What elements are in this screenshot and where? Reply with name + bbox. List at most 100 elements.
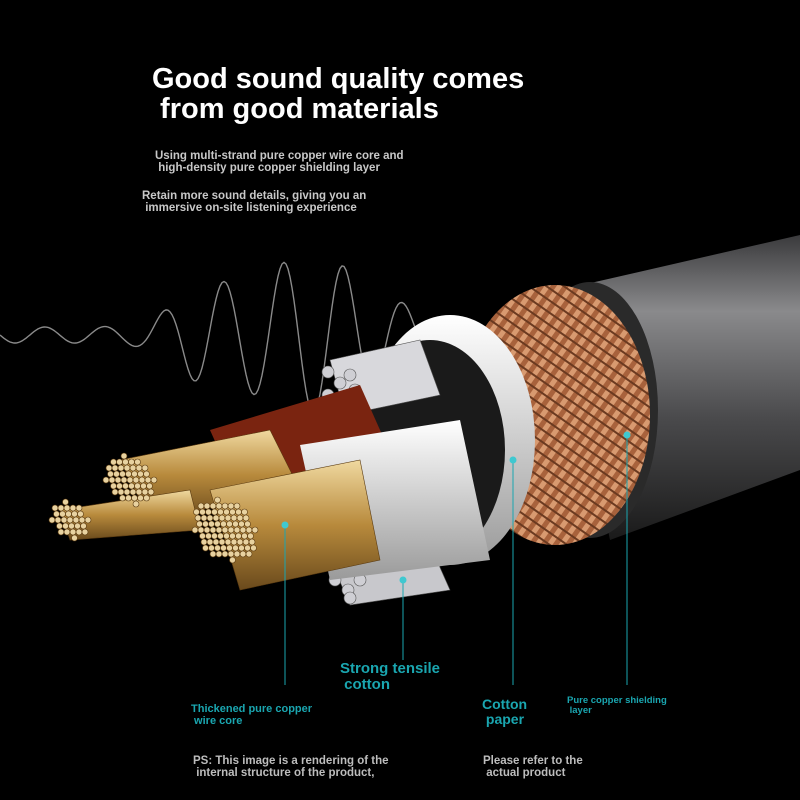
strand-end — [134, 482, 141, 490]
strand-end — [209, 502, 217, 510]
strand-end — [238, 544, 245, 552]
strand-end — [203, 502, 211, 510]
strand-end — [141, 488, 149, 496]
strand-end — [248, 538, 256, 546]
strand-end — [208, 544, 215, 552]
strand-end — [215, 550, 223, 558]
strand-end — [217, 532, 224, 540]
strand-end — [105, 464, 113, 472]
strand-end — [232, 544, 239, 552]
strand-end — [71, 534, 78, 542]
strand-end — [77, 510, 84, 518]
strand-end — [129, 464, 137, 472]
strand-end — [65, 510, 72, 518]
strand-end — [212, 514, 220, 522]
strand-end — [245, 550, 253, 558]
leader-dots — [281, 431, 631, 584]
strand-end — [111, 488, 119, 496]
strand-end — [134, 458, 141, 466]
strand-end — [197, 502, 205, 510]
strand-end — [205, 508, 212, 516]
strand-end — [132, 500, 140, 508]
strand-end — [197, 526, 205, 534]
strand-end — [200, 514, 208, 522]
strand-end — [132, 476, 140, 484]
strand-end — [199, 508, 206, 516]
strand-end — [120, 452, 128, 460]
strand-end — [110, 458, 117, 466]
strand-end — [196, 520, 203, 528]
strand-end — [69, 504, 77, 512]
strand-end — [223, 532, 230, 540]
strand-end — [81, 528, 89, 536]
strand-end — [247, 532, 254, 540]
strand-end — [206, 538, 214, 546]
strand-end — [107, 470, 114, 478]
strand-end — [150, 476, 158, 484]
strand-end — [242, 538, 250, 546]
strand-end — [244, 544, 251, 552]
strand-end — [138, 476, 146, 484]
strand-end — [60, 516, 68, 524]
strand-end — [122, 458, 129, 466]
strand-end — [80, 522, 87, 530]
strand-end — [113, 470, 120, 478]
leader-lines — [284, 435, 628, 685]
strand-end — [119, 470, 126, 478]
strand-end — [75, 504, 83, 512]
strand-end — [242, 514, 250, 522]
strand-end — [239, 550, 247, 558]
label-shielding: Pure copper shielding layer — [567, 695, 667, 716]
strand-end — [72, 516, 80, 524]
strand-end — [75, 528, 83, 536]
strand-end — [214, 520, 221, 528]
strand-end — [226, 520, 233, 528]
strand-end — [220, 520, 227, 528]
strand-end — [120, 476, 128, 484]
strand-end — [126, 476, 134, 484]
strand-end — [203, 526, 211, 534]
strand-end — [63, 528, 71, 536]
strand-end — [131, 494, 138, 502]
strand-end — [108, 476, 116, 484]
strand-end — [221, 526, 229, 534]
description-materials: Using multi-strand pure copper wire core… — [155, 150, 404, 175]
strand-end — [48, 516, 56, 524]
strand-end — [214, 544, 221, 552]
label-tensile-cotton: Strong tensile cotton — [340, 660, 441, 693]
strand-end — [227, 550, 235, 558]
strand-end — [217, 508, 224, 516]
strand-end — [245, 526, 253, 534]
strand-end — [215, 502, 223, 510]
strand-end — [218, 514, 226, 522]
strand-end — [241, 532, 248, 540]
strand-end — [215, 526, 223, 534]
strand-end — [211, 532, 218, 540]
strand-end — [238, 520, 245, 528]
strand-end — [200, 538, 208, 546]
strand-end — [235, 508, 242, 516]
strand-end — [144, 476, 152, 484]
strand-end — [229, 532, 236, 540]
strand-end — [128, 458, 135, 466]
strand-end — [251, 526, 259, 534]
strand-end — [117, 464, 125, 472]
strand-end — [146, 482, 153, 490]
strand-end — [143, 470, 150, 478]
strand-end — [123, 488, 131, 496]
strand-end — [62, 522, 69, 530]
strand-end — [129, 488, 137, 496]
strand-end — [235, 532, 242, 540]
strand-end — [230, 514, 238, 522]
strand-end — [78, 516, 86, 524]
strand-end — [241, 508, 248, 516]
strand-end — [117, 488, 125, 496]
strand-end — [53, 510, 60, 518]
strand-end — [236, 538, 244, 546]
strand-end — [122, 482, 129, 490]
strand-end — [116, 458, 123, 466]
strand-end — [224, 538, 232, 546]
strand-end — [66, 516, 74, 524]
disclaimer-left: PS: This image is a rendering of the int… — [193, 755, 389, 780]
